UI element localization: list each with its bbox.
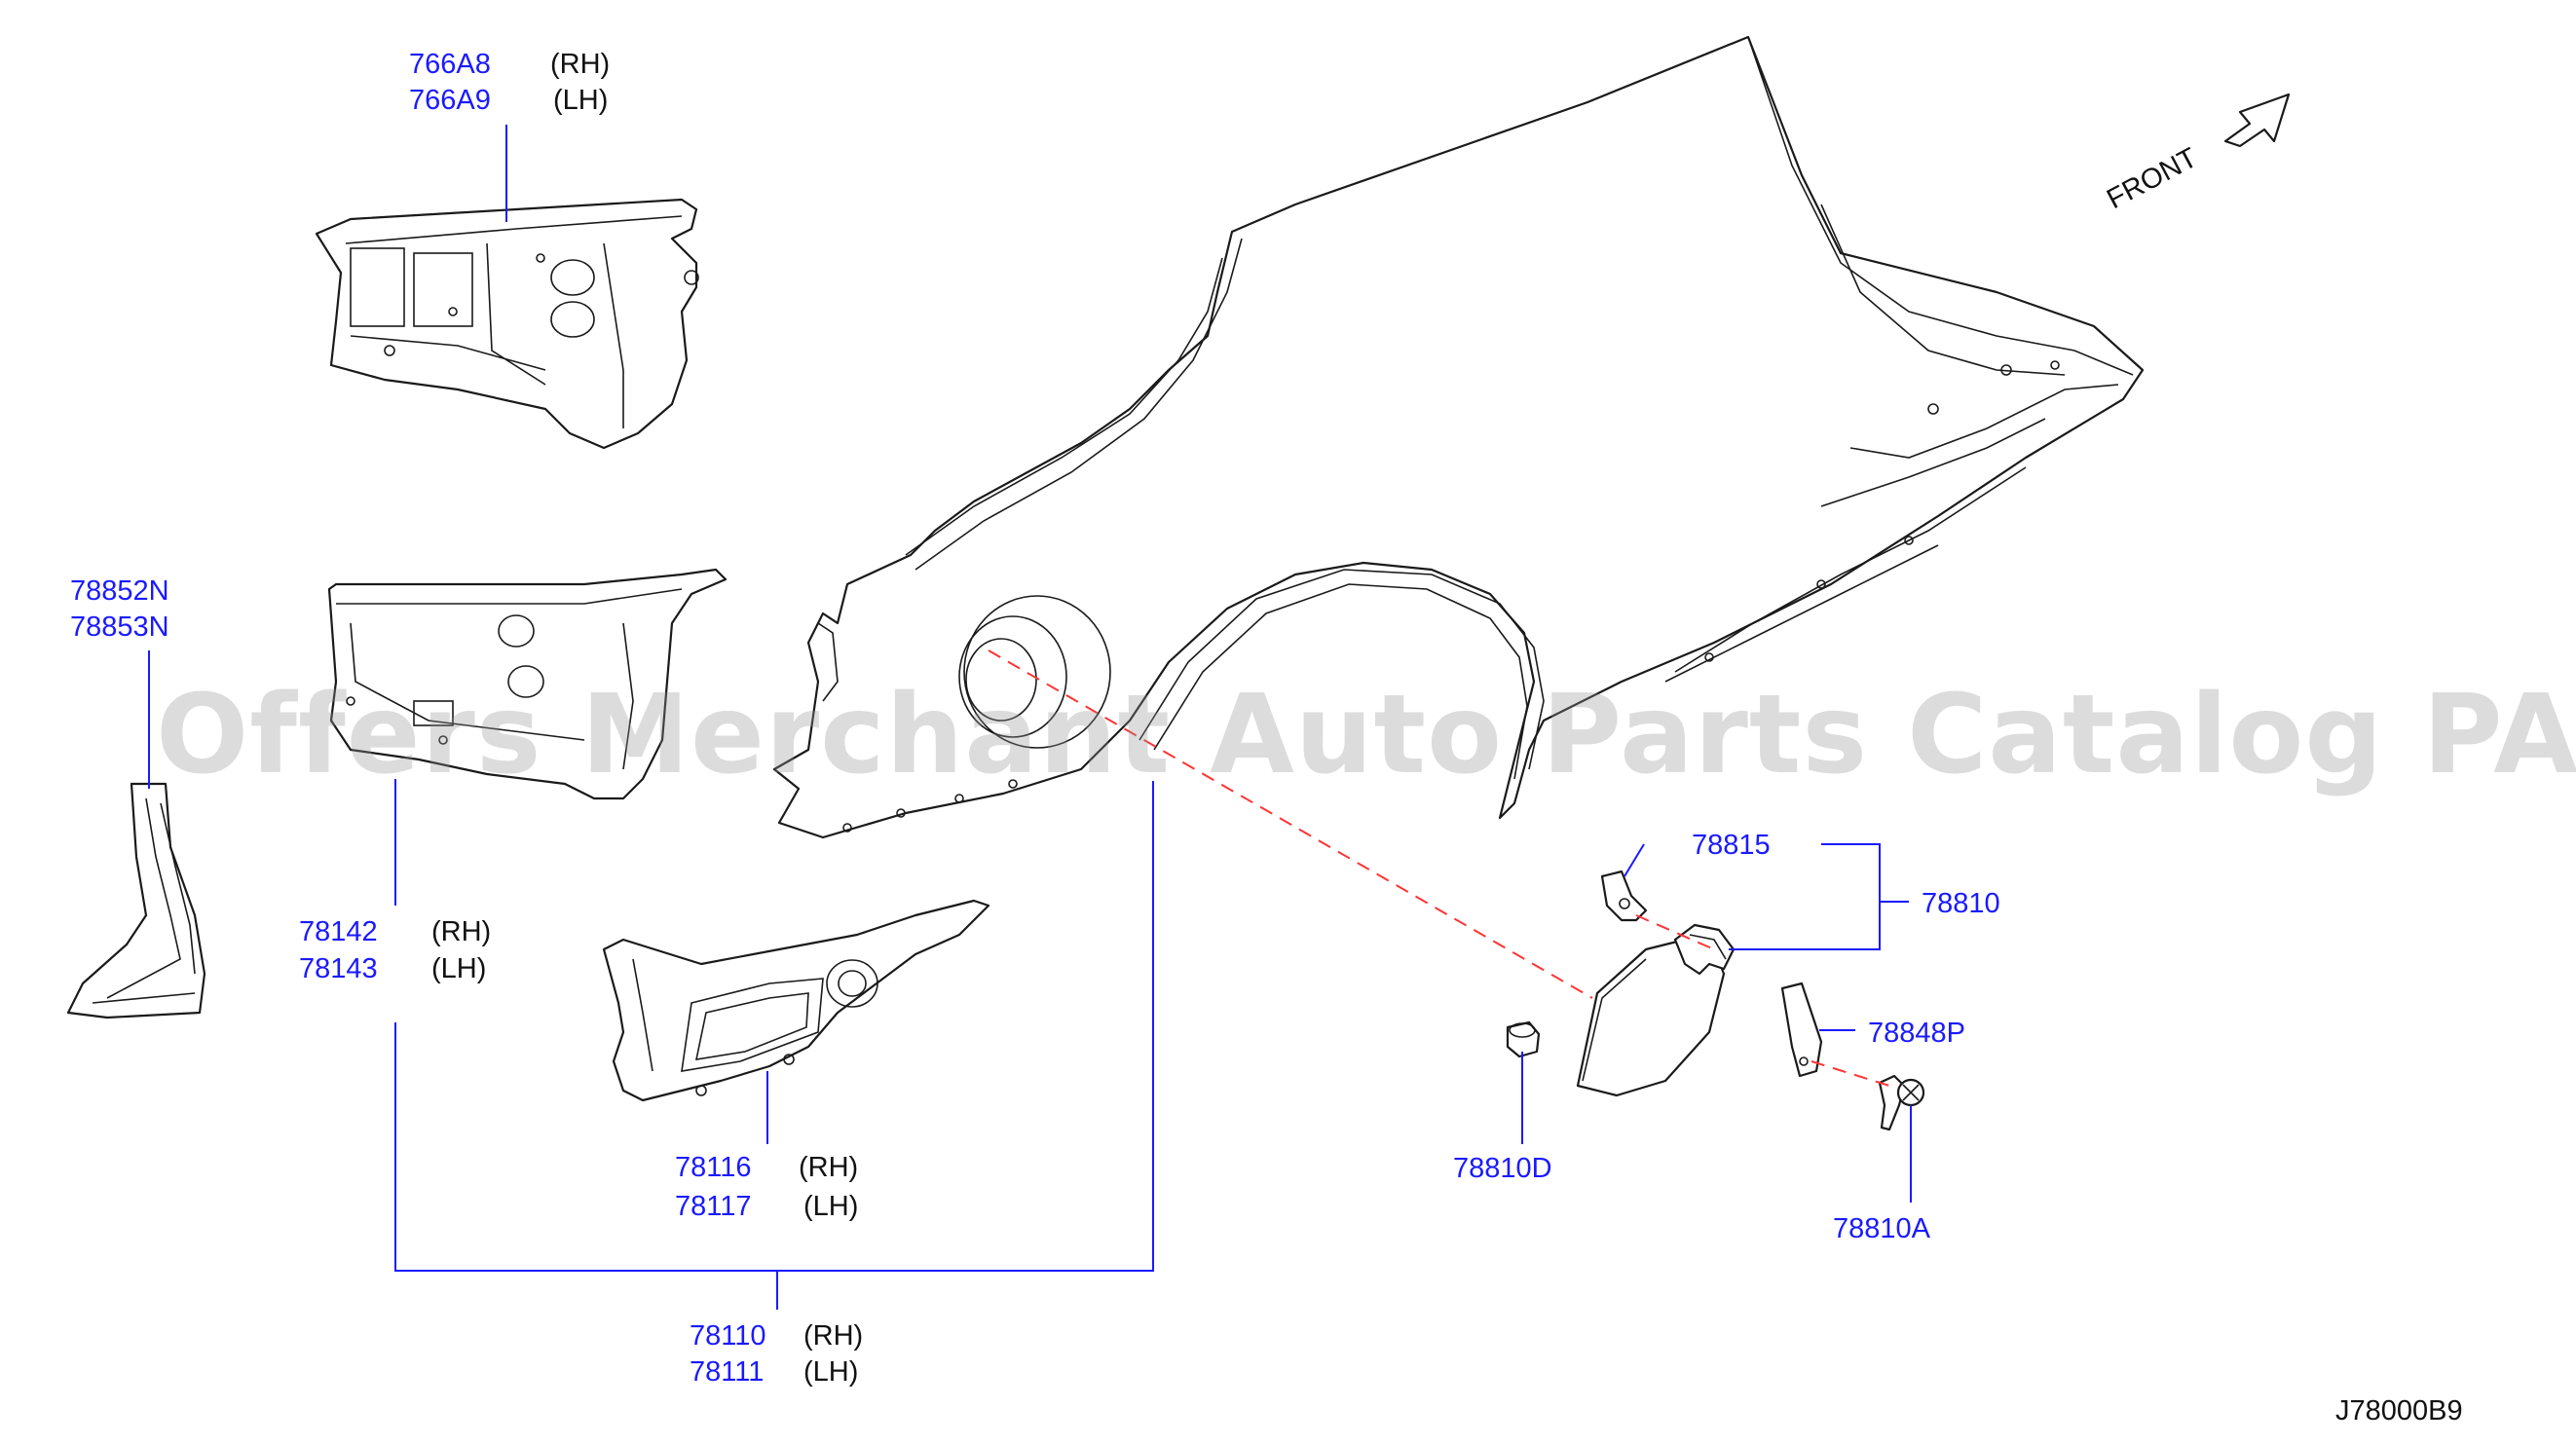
inner-panel-middle[interactable] [327,568,728,800]
callout-78116[interactable]: 78116 (RH) [675,1152,858,1183]
part-number-78110[interactable]: 78110 [690,1320,766,1352]
part-number-78810a[interactable]: 78810A [1833,1213,1931,1244]
part-number-78116[interactable]: 78116 [675,1152,752,1183]
front-direction-indicator: FRONT [2102,93,2291,215]
rear-fender-panel[interactable] [772,35,2145,839]
callout-78142[interactable]: 78142 (RH) [299,916,491,947]
leader-lines [148,125,1912,1310]
part-number-78143[interactable]: 78143 [299,953,378,984]
arrow-up-right-icon [2223,93,2291,148]
inner-panel-upper[interactable] [315,198,699,450]
side-rh: (RH) [431,916,491,947]
part-number-78117[interactable]: 78117 [675,1191,752,1222]
side-rh: (RH) [803,1320,863,1352]
part-number-766a9[interactable]: 766A9 [409,85,491,116]
part-number-78111[interactable]: 78111 [690,1356,764,1388]
callout-78117[interactable]: 78117 (LH) [675,1191,858,1222]
side-lh: (LH) [553,85,608,116]
part-number-766a8[interactable]: 766A8 [409,49,491,80]
callout-78143[interactable]: 78143 (LH) [299,953,486,984]
front-label: FRONT [2102,142,2202,215]
part-number-78815[interactable]: 78815 [1692,830,1771,861]
bracket-left[interactable] [66,782,206,1019]
side-lh: (LH) [431,953,486,984]
side-lh: (LH) [803,1356,858,1388]
side-rh: (RH) [550,49,610,80]
part-number-78142[interactable]: 78142 [299,916,378,947]
fuel-lid-bumper-78810d[interactable] [1506,1020,1541,1058]
side-rh: (RH) [799,1152,858,1183]
part-number-78852n[interactable]: 78852N [70,575,169,607]
part-number-78848p[interactable]: 78848P [1868,1018,1965,1049]
callout-78111[interactable]: 78111 (LH) [690,1356,858,1388]
inner-panel-lower[interactable] [602,899,990,1102]
fuel-lid-hinge[interactable] [1673,923,1736,976]
part-number-78810d[interactable]: 78810D [1453,1153,1552,1184]
callout-766a8[interactable]: 766A8 (RH) [409,49,610,80]
part-number-78810[interactable]: 78810 [1922,888,2000,919]
part-number-78853n[interactable]: 78853N [70,611,169,643]
watermark-text: Offers Merchant Auto Parts Catalog PARTS… [156,672,2576,798]
alignment-guides [988,649,1890,1087]
callout-766a9[interactable]: 766A9 (LH) [409,85,608,116]
diagram-code: J78000B9 [2335,1395,2463,1426]
callout-78110[interactable]: 78110 (RH) [690,1320,863,1352]
fuel-lid-spring-78815[interactable] [1600,870,1648,922]
fuel-lid-screw-78810a[interactable] [1878,1074,1925,1131]
side-lh: (LH) [803,1191,858,1222]
fuel-lid-bracket-78848p[interactable] [1780,982,1823,1078]
